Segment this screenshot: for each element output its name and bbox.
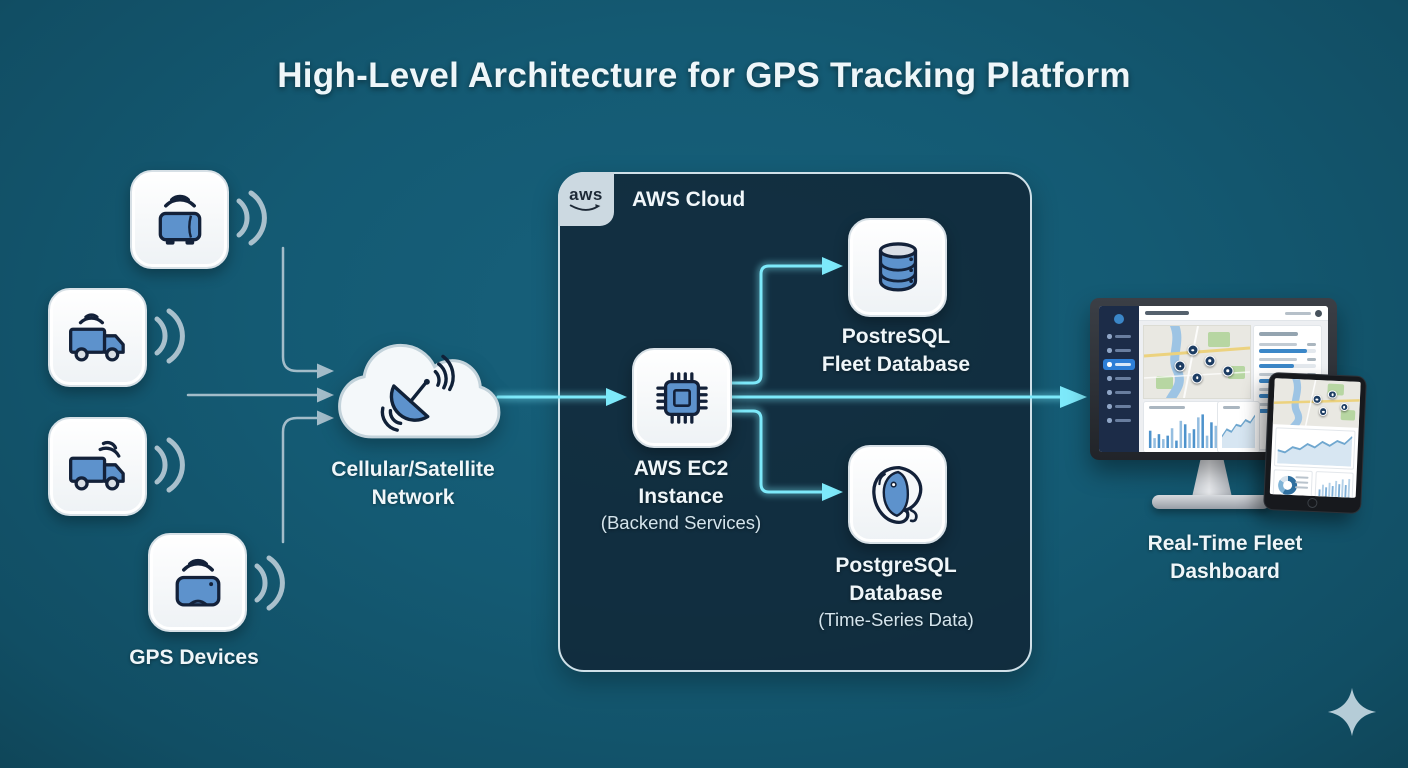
tablet-screen <box>1269 378 1361 498</box>
network-label: Cellular/Satellite Network <box>331 458 495 509</box>
gps-device-tile-4 <box>148 533 247 632</box>
tablet-device <box>1263 371 1367 515</box>
gps-device-tile-2 <box>48 288 147 387</box>
truck-icon <box>68 440 125 491</box>
topbar-control-placeholder <box>1285 311 1311 315</box>
line-chart <box>1222 414 1255 448</box>
gps-device-tile-3 <box>48 417 147 516</box>
donut-chart-card <box>1272 469 1313 498</box>
dashboard-topbar <box>1139 306 1328 321</box>
fleet-map <box>1143 325 1251 399</box>
gps-tracker-icon <box>175 558 220 607</box>
app-title-placeholder <box>1145 311 1189 315</box>
signal-waves-icon <box>254 555 285 611</box>
signal-waves-icon <box>236 190 267 246</box>
gps-device-tile-1 <box>130 170 229 269</box>
device-to-network-lines <box>186 246 319 544</box>
aws-logo: aws <box>558 172 614 226</box>
satellite-dish-icon <box>380 354 455 432</box>
signal-waves-icon <box>154 437 185 493</box>
truck-icon <box>68 312 125 362</box>
area-chart-card <box>1273 427 1356 470</box>
donut-legend-placeholder <box>1294 476 1309 489</box>
stats-header-placeholder <box>1259 332 1298 336</box>
monitor-stand <box>1191 458 1233 498</box>
monitor-base <box>1152 495 1270 509</box>
dashboard-label: Real-Time Fleet Dashboard <box>1147 532 1303 583</box>
area-chart <box>1277 436 1353 467</box>
postgresql-elephant-icon <box>871 465 922 524</box>
aws-cloud-label: AWS Cloud <box>632 188 746 211</box>
cpu-chip-icon <box>656 372 708 424</box>
bar-chart <box>1148 414 1218 448</box>
line-chart-card <box>1217 401 1260 452</box>
sparkle-icon <box>1327 687 1377 737</box>
network-cloud <box>338 343 501 439</box>
fleet-db-tile <box>848 218 947 317</box>
timeseries-db-label: PostgreSQL Database (Time-Series Data) <box>818 554 974 630</box>
mini-bar-chart-card <box>1314 471 1354 498</box>
app-logo <box>1114 314 1124 324</box>
database-icon <box>878 241 917 292</box>
home-button <box>1307 497 1318 509</box>
sidebar-items <box>1099 331 1139 426</box>
tablet-map <box>1272 378 1361 428</box>
mini-bar-chart <box>1317 479 1350 498</box>
gps-tracker-icon <box>158 194 201 245</box>
timeseries-db-tile <box>848 445 947 544</box>
map-pins <box>1144 326 1250 398</box>
ec2-tile <box>632 348 732 448</box>
fleet-db-label: PostreSQL Fleet Database <box>821 325 971 376</box>
gps-devices-label: GPS Devices <box>129 646 259 669</box>
aws-logo-text: aws <box>569 184 603 204</box>
bar-chart-card <box>1143 401 1223 452</box>
avatar <box>1315 309 1322 317</box>
diagram-title: High-Level Architecture for GPS Tracking… <box>277 56 1131 95</box>
signal-waves-icon <box>154 308 185 364</box>
map-pins <box>1273 378 1361 428</box>
aws-smile-icon <box>569 203 601 211</box>
ec2-label: AWS EC2 Instance (Backend Services) <box>600 457 762 533</box>
dashboard-sidebar <box>1099 306 1139 452</box>
